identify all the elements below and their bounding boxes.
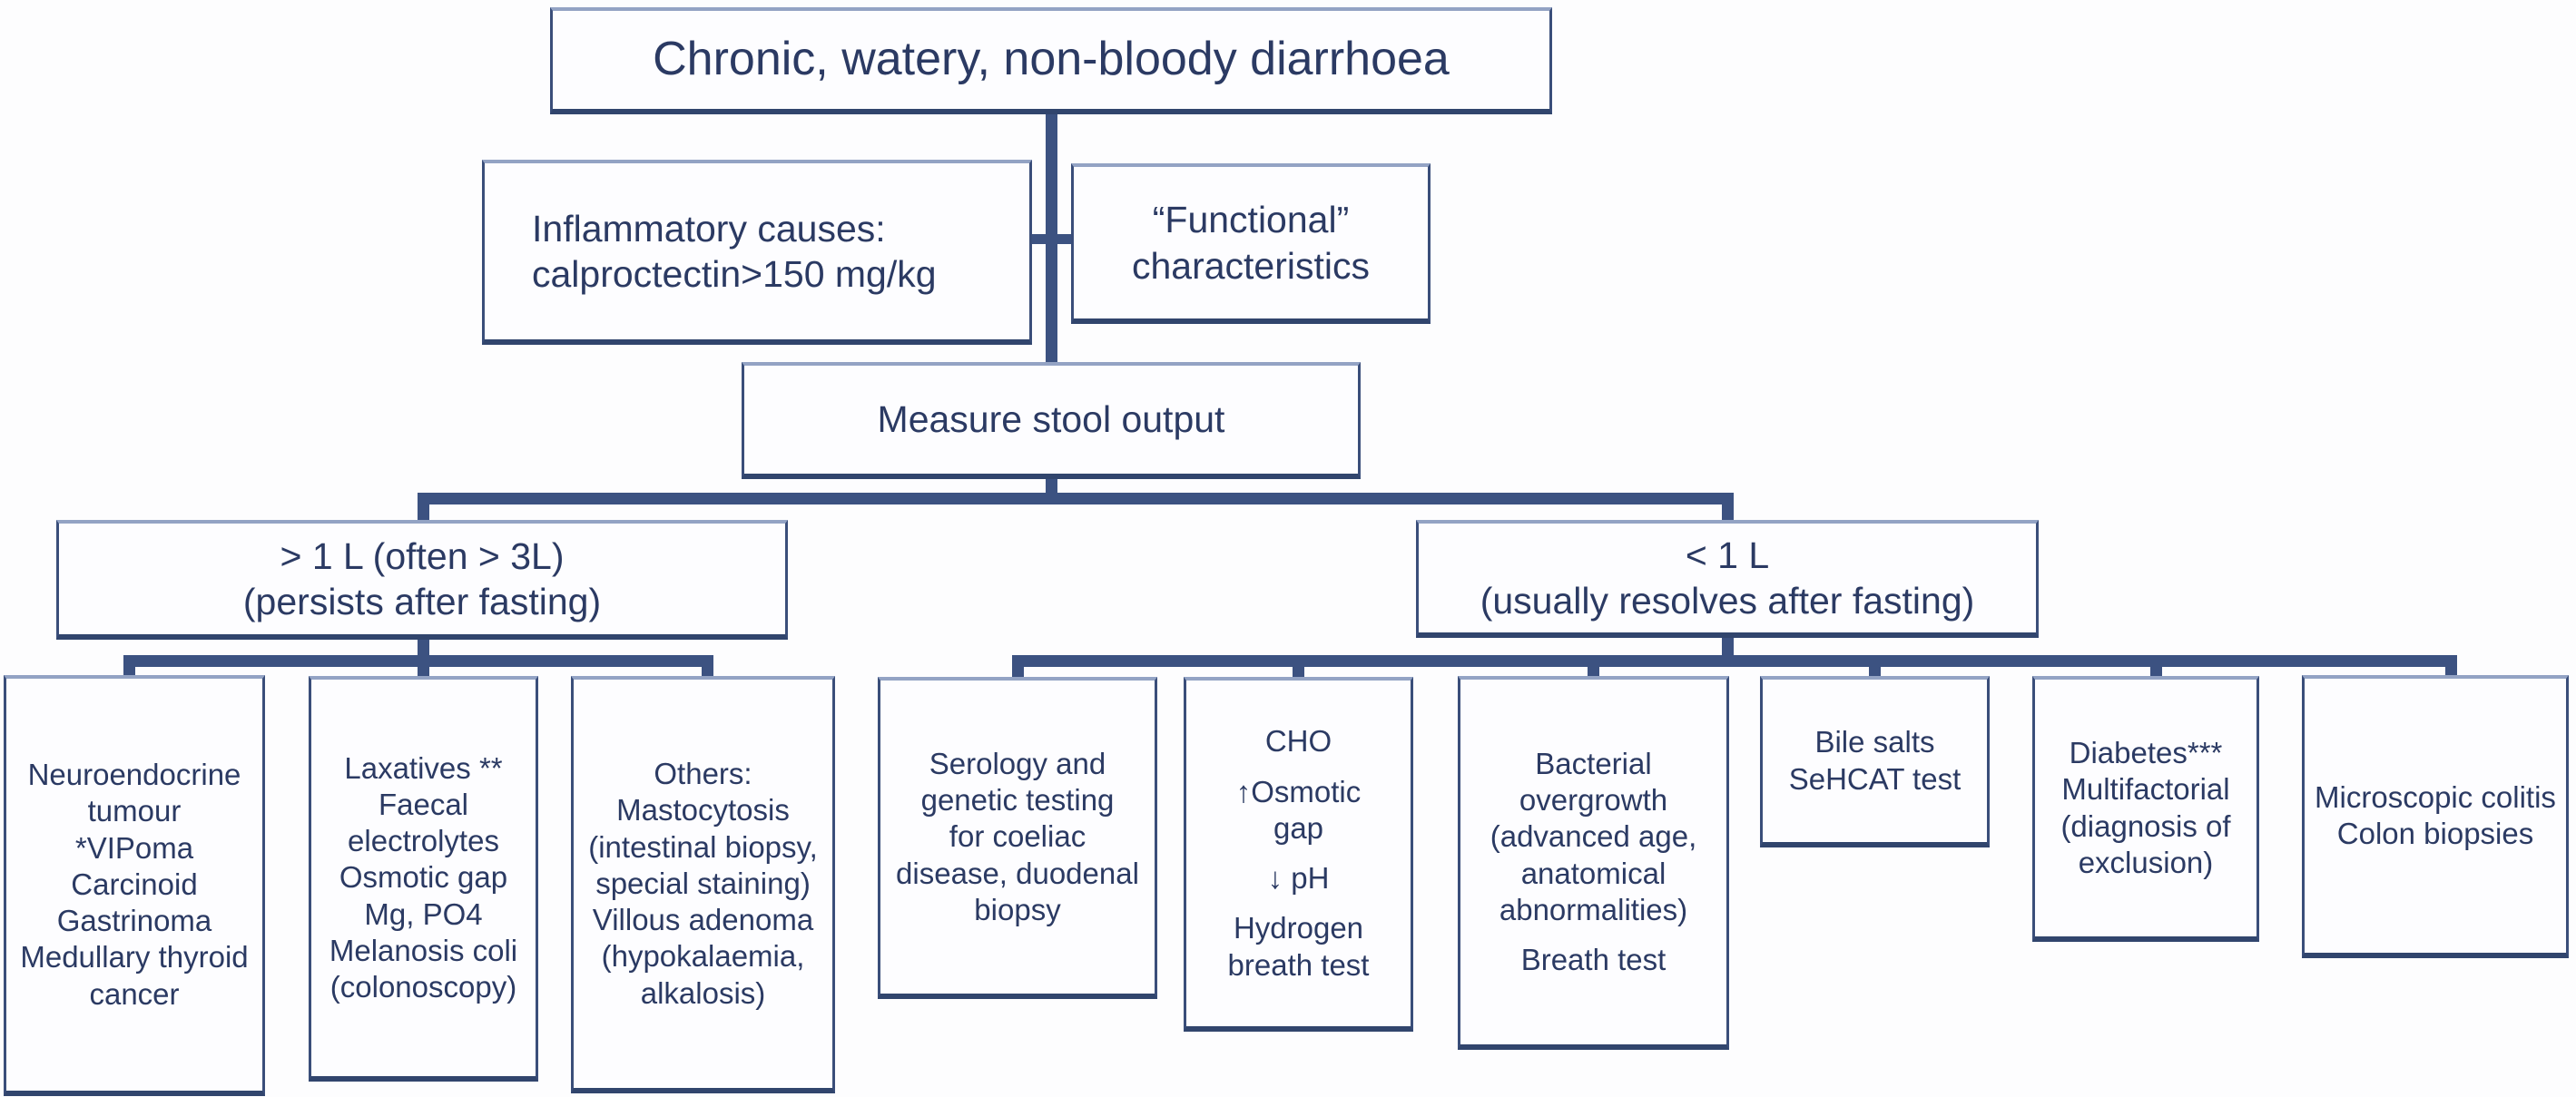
node-low-output: < 1 L(usually resolves after fasting) xyxy=(1416,520,2039,638)
connector-to-laxatives xyxy=(418,655,429,679)
node-functional-characteristics: “Functional”characteristics xyxy=(1071,163,1431,324)
node-high-output: > 1 L (often > 3L)(persists after fastin… xyxy=(56,520,788,640)
node-root: Chronic, watery, non-bloody diarrhoea xyxy=(550,7,1552,114)
node-measure-stool-output-label: Measure stool output xyxy=(877,398,1225,441)
connector-to-high-output xyxy=(418,493,429,524)
node-root-label: Chronic, watery, non-bloody diarrhoea xyxy=(653,33,1450,86)
node-inflammatory-causes-label: Inflammatory causes:calproctectin>150 mg… xyxy=(532,207,937,295)
node-measure-stool-output: Measure stool output xyxy=(742,362,1361,479)
connector-to-microscopic xyxy=(2445,655,2457,680)
node-others-mastocytosis-label: Others:Mastocytosis(intestinal biopsy,sp… xyxy=(588,757,818,1010)
connector-to-bacterial xyxy=(1588,655,1599,680)
connector-to-serology xyxy=(1012,655,1024,680)
connector-cross-junction xyxy=(1029,234,1073,244)
connector-to-low-output xyxy=(1722,493,1734,524)
connector-to-neuroendocrine xyxy=(123,655,135,679)
connector-to-others xyxy=(702,655,713,679)
connector-main-branch xyxy=(418,493,1734,504)
node-low-output-label: < 1 L(usually resolves after fasting) xyxy=(1480,534,1975,622)
node-functional-characteristics-label: “Functional”characteristics xyxy=(1131,199,1370,287)
connector-measure-down xyxy=(1046,477,1057,497)
connector-to-diabetes xyxy=(2150,655,2162,680)
connector-to-cho xyxy=(1293,655,1304,680)
connector-to-bile-salts xyxy=(1869,655,1881,680)
connector-low-output-down xyxy=(1722,636,1734,659)
connector-high-output-down xyxy=(418,638,429,659)
connector-right-branch xyxy=(1012,655,2457,667)
node-others-mastocytosis: Others:Mastocytosis(intestinal biopsy,sp… xyxy=(571,676,835,1093)
node-inflammatory-causes: Inflammatory causes:calproctectin>150 mg… xyxy=(482,160,1032,345)
node-high-output-label: > 1 L (often > 3L)(persists after fastin… xyxy=(242,534,602,622)
